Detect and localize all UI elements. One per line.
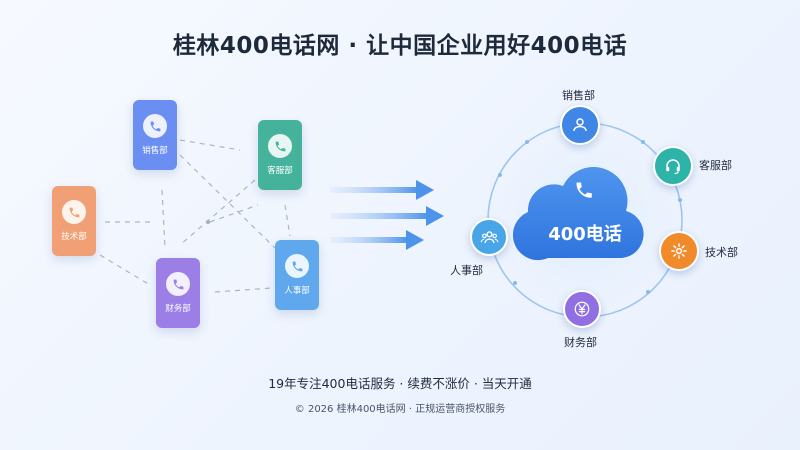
phone-card-tech: 技术部: [52, 186, 96, 256]
link-service-finance: [179, 179, 256, 246]
yen-icon: [574, 301, 590, 317]
hub-label-hr: 人事部: [450, 264, 483, 277]
hub-node-sales: [560, 105, 600, 145]
arrow-right-icon: [330, 206, 444, 226]
phone-icon: [576, 182, 592, 198]
phone-label: 客服部: [267, 166, 293, 176]
link-sales-hr: [179, 154, 276, 249]
hub-label-tech: 技术部: [705, 246, 738, 259]
arrow-right-icon: [330, 180, 434, 200]
ring-dots: [498, 140, 682, 294]
arrow-right-icon: [330, 230, 424, 250]
phone-label: 技术部: [61, 232, 87, 242]
footer-copyright: © 2026 桂林400电话网 · 正规运营商授权服务: [294, 404, 506, 415]
page-title: 桂林400电话网 · 让中国企业用好400电话: [172, 33, 628, 59]
tagline: 19年专注400电话服务 · 续费不涨价 · 当天开通: [268, 376, 532, 391]
phone-card-sales: 销售部: [133, 100, 177, 170]
phone-icon: [268, 134, 292, 158]
headset-icon: [666, 159, 680, 175]
link-center-service: [209, 204, 259, 223]
cloud-icon: [512, 167, 644, 261]
hub-node-hr: [470, 218, 508, 256]
link-sales-service: [179, 139, 241, 151]
hub-node-finance: [563, 290, 601, 328]
phone-icon: [143, 114, 167, 138]
hub-node-tech: [659, 231, 699, 271]
phone-card-finance: 财务部: [156, 258, 200, 328]
phone-icon: [62, 200, 86, 224]
hub-center-label: 400电话: [548, 224, 622, 245]
hub-node-service: [653, 146, 693, 186]
phone-label: 人事部: [284, 286, 310, 296]
phone-icon: [285, 254, 309, 278]
phone-card-service: 客服部: [258, 120, 302, 190]
hub-label-sales: 销售部: [562, 89, 595, 102]
phone-card-hr: 人事部: [275, 240, 319, 310]
group-icon: [480, 230, 498, 243]
hub-label-service: 客服部: [699, 159, 732, 172]
hub-label-finance: 财务部: [564, 336, 597, 349]
phone-label: 财务部: [165, 304, 191, 314]
gear-icon: [671, 243, 687, 259]
phone-icon: [166, 272, 190, 296]
network-node-dot: [205, 219, 211, 225]
person-icon: [573, 118, 587, 132]
phone-label: 销售部: [142, 146, 168, 156]
flow-arrows: [330, 180, 444, 250]
